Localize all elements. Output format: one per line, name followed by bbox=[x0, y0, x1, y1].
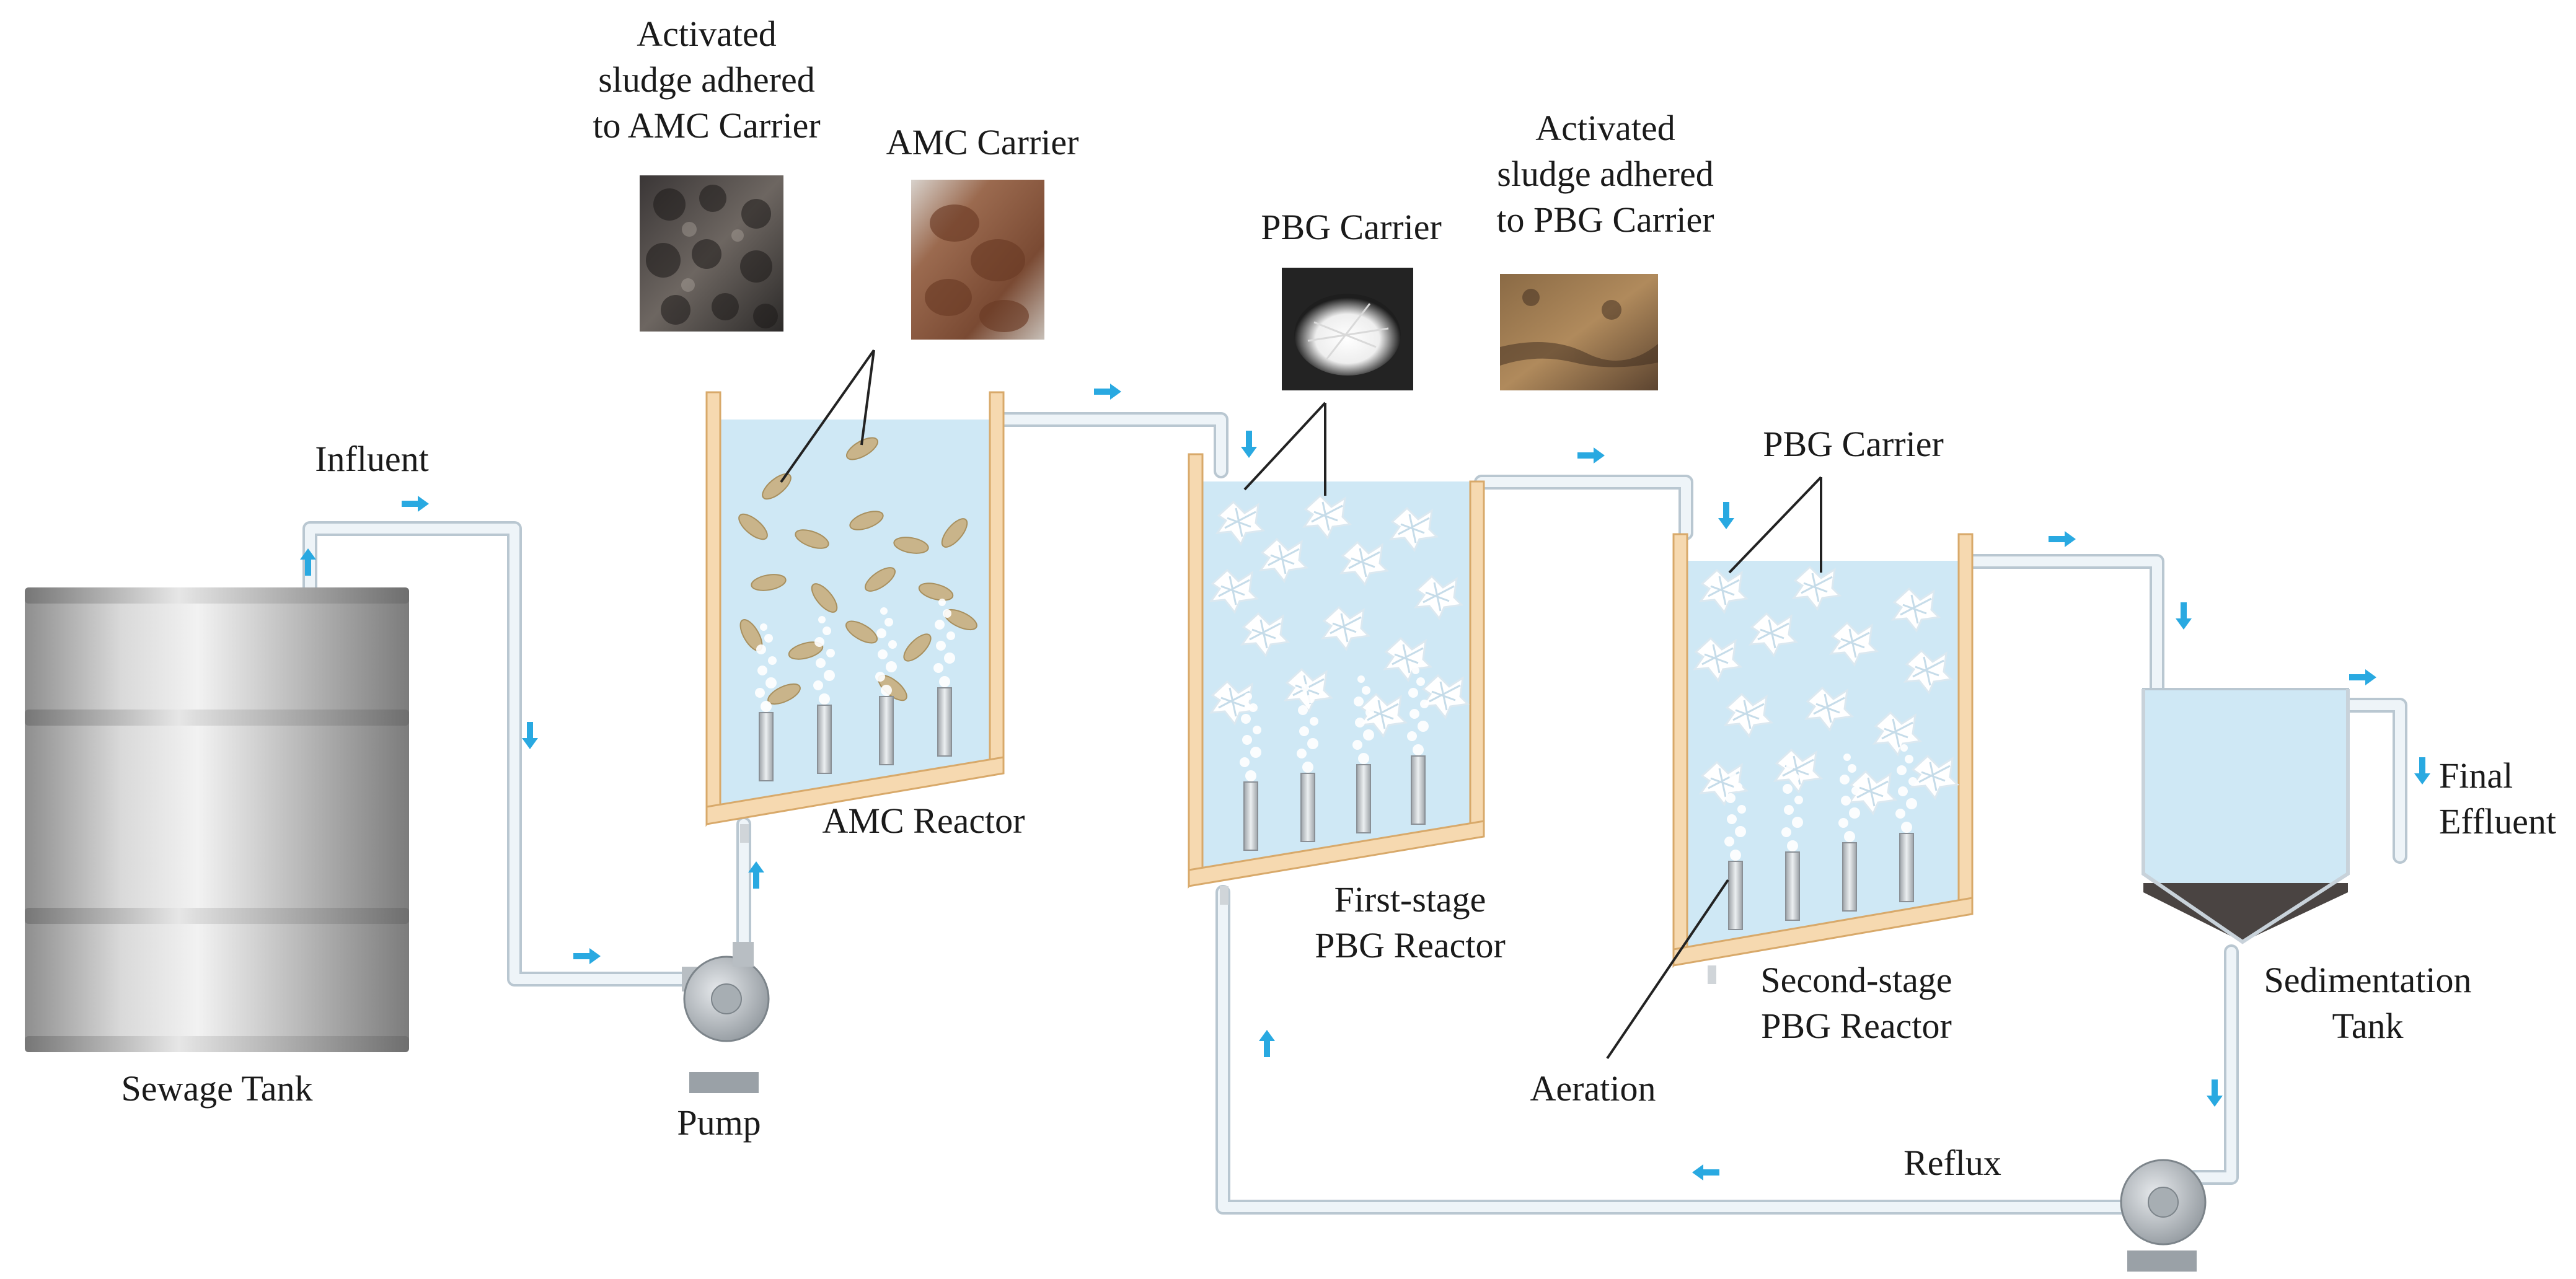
sewage-tank bbox=[25, 587, 409, 1052]
second-stage-pbg-reactor bbox=[1672, 533, 1974, 984]
sewage-tank-label: Sewage Tank bbox=[121, 1068, 313, 1109]
aeration-label: Aeration bbox=[1530, 1068, 1656, 1109]
photo-sludge-amc bbox=[640, 175, 783, 332]
final-effluent-label: Final Effluent bbox=[2439, 755, 2556, 842]
photo-amc-carrier bbox=[911, 180, 1044, 340]
first-stage-pbg-reactor bbox=[1188, 453, 1485, 905]
photo-pbg-carrier bbox=[1282, 268, 1413, 390]
first-stage-label: First-stage PBG Reactor bbox=[1315, 879, 1506, 966]
sludge-pbg-label: Activated sludge adhered to PBG Carrier bbox=[1496, 108, 1714, 240]
second-stage-label: Second-stage PBG Reactor bbox=[1760, 960, 1952, 1047]
pointer-lines bbox=[780, 349, 1822, 1060]
reflux-label: Reflux bbox=[1903, 1143, 2001, 1183]
pbg-carrier-photo-label: PBG Carrier bbox=[1261, 207, 1442, 247]
sedimentation-label: Sedimentation Tank bbox=[2264, 960, 2472, 1047]
influent-label: Influent bbox=[315, 439, 429, 479]
sedimentation-tank bbox=[2142, 688, 2350, 944]
drum-icon bbox=[25, 587, 409, 1052]
amc-granules bbox=[738, 437, 977, 705]
photo-sludge-pbg bbox=[1500, 274, 1658, 390]
pbg-carrier-label: PBG Carrier bbox=[1763, 424, 1944, 464]
reflux-pump-icon bbox=[2120, 1159, 2207, 1272]
pipes bbox=[302, 412, 2407, 1215]
pump-label: Pump bbox=[677, 1102, 761, 1143]
pump-icon bbox=[682, 942, 770, 1093]
amc-reactor-label: AMC Reactor bbox=[822, 801, 1025, 841]
amc-carrier-label: AMC Carrier bbox=[886, 122, 1079, 162]
amc-reactor bbox=[705, 391, 1005, 843]
sludge-amc-label: Activated sludge adhered to AMC Carrier bbox=[593, 14, 821, 146]
